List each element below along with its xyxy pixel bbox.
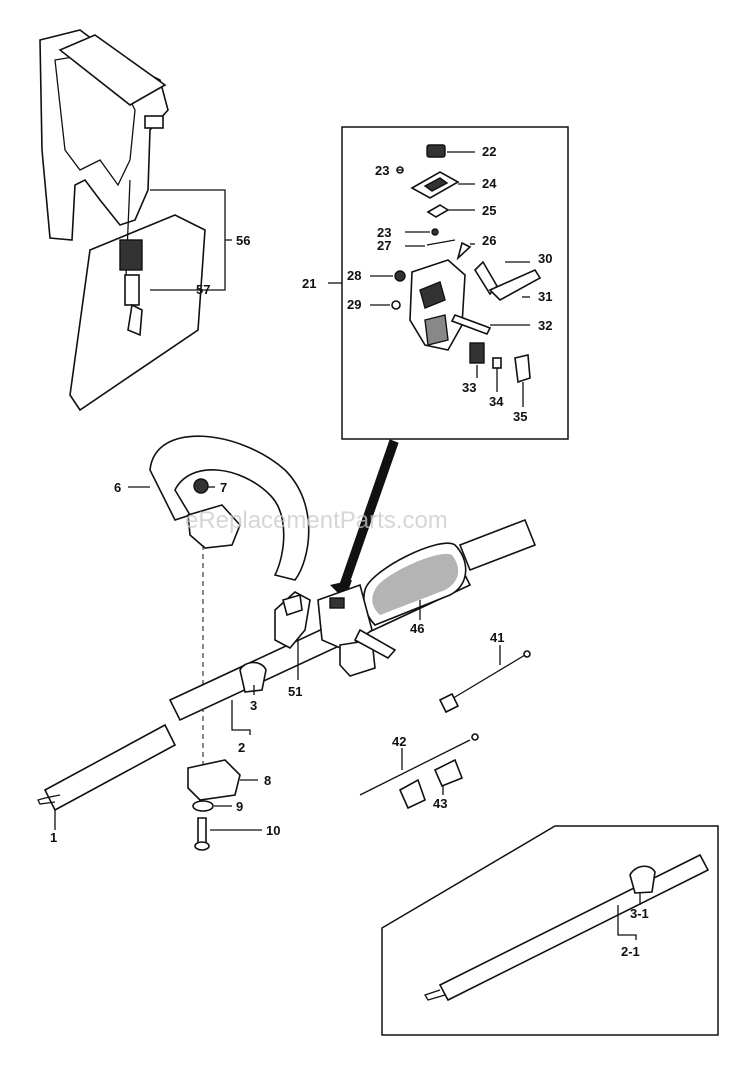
label-29: 29 [347, 297, 361, 312]
alternate-shaft-inset [381, 825, 719, 1036]
label-31: 31 [538, 289, 552, 304]
label-57: 57 [196, 282, 210, 297]
shoulder-harness [39, 29, 206, 412]
label-21: 21 [302, 276, 316, 291]
label-3: 3 [250, 698, 257, 713]
label-56: 56 [236, 233, 250, 248]
label-43: 43 [433, 796, 447, 811]
label-28: 28 [347, 268, 361, 283]
label-51: 51 [288, 684, 302, 699]
alternate-shaft [424, 853, 710, 1002]
label-7: 7 [220, 480, 227, 495]
label-24: 24 [482, 176, 497, 191]
throttle-housing-parts [391, 144, 542, 384]
label-30: 30 [538, 251, 552, 266]
main-shaft [37, 518, 537, 812]
label-35: 35 [513, 409, 527, 424]
label-25: 25 [482, 203, 496, 218]
label-8: 8 [264, 773, 271, 788]
label-10: 10 [266, 823, 280, 838]
watermark: eReplacementParts.com [185, 507, 448, 534]
leader-56 [150, 189, 232, 291]
leader-2-1 [617, 905, 637, 940]
label-2-1: 2-1 [621, 944, 640, 959]
loop-handle [149, 435, 310, 581]
label-26: 26 [482, 233, 496, 248]
label-23-bottom: 23 [377, 225, 391, 240]
label-41: 41 [490, 630, 504, 645]
label-9: 9 [236, 799, 243, 814]
label-23-top: 23 [375, 163, 389, 178]
label-42: 42 [392, 734, 406, 749]
label-1: 1 [50, 830, 57, 845]
throttle-cable [359, 733, 479, 810]
label-33: 33 [462, 380, 476, 395]
label-27: 27 [377, 238, 391, 253]
label-32: 32 [538, 318, 552, 333]
label-46: 46 [410, 621, 424, 636]
handle-clamp-parts [187, 759, 241, 851]
inset-leaders [328, 151, 530, 407]
label-3-1: 3-1 [630, 906, 649, 921]
label-22: 22 [482, 144, 496, 159]
label-6: 6 [114, 480, 121, 495]
stop-switch-wire [438, 650, 531, 714]
label-2: 2 [238, 740, 245, 755]
leader-2 [231, 700, 251, 735]
label-34: 34 [489, 394, 504, 409]
